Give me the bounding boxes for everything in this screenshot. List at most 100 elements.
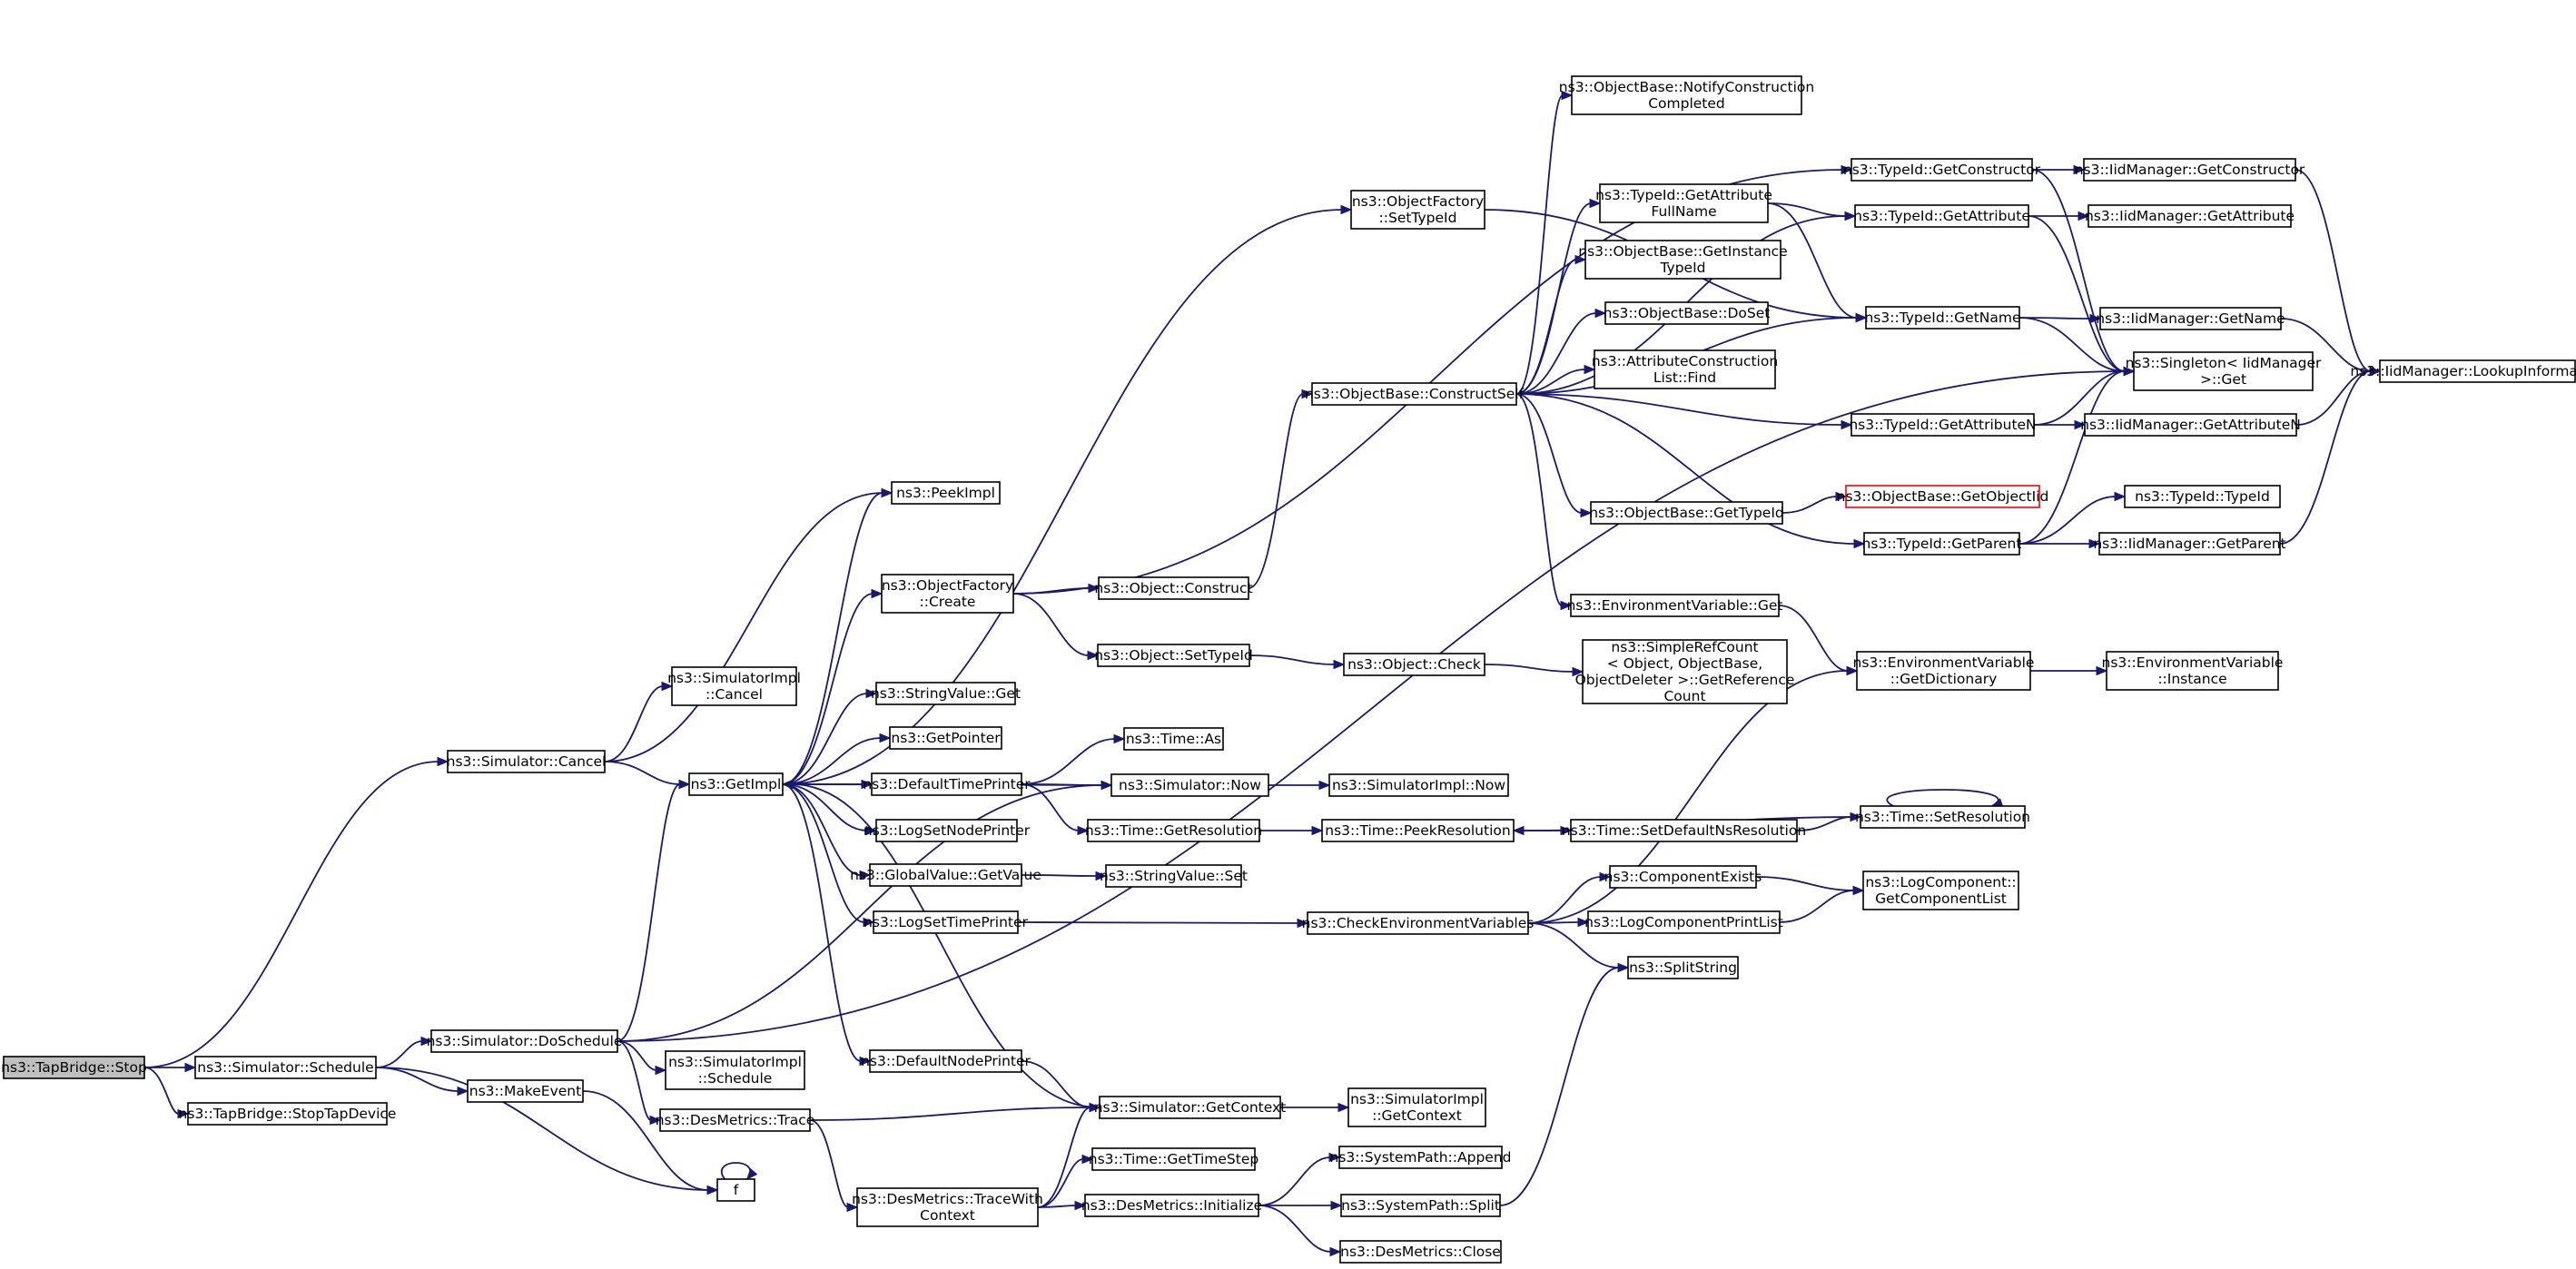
node-time-getresolution[interactable]: ns3::Time::GetResolution	[1085, 819, 1262, 842]
node-simimpl-schedule[interactable]: ns3::SimulatorImpl::Schedule	[665, 1050, 805, 1090]
node-object-construct[interactable]: ns3::Object::Construct	[1094, 576, 1253, 600]
node-sim-doschedule[interactable]: ns3::Simulator::DoSchedule	[427, 1029, 623, 1053]
node-logcomponent-getcomponentlist[interactable]: ns3::LogComponent::GetComponentList	[1862, 871, 2019, 910]
call-edges	[143, 90, 2382, 1257]
edge-defaultnodeprinter-to-sim_getcontext	[1021, 1060, 1101, 1113]
node-iidmanager-getname[interactable]: ns3::IidManager::GetName	[2096, 307, 2285, 330]
edge-typeid_getattributefullname-to-typeid_getname	[1767, 202, 1868, 323]
node-box	[1851, 158, 2033, 182]
node-objectbase-gettypeid[interactable]: ns3::ObjectBase::GetTypeId	[1589, 501, 1784, 525]
node-makeevent[interactable]: ns3::MakeEvent	[467, 1079, 584, 1103]
edge-objectbase_gettypeid-to-objectbase_getobjectiid	[1781, 491, 1848, 514]
edge-sim_schedule-to-sim_doschedule	[375, 1036, 433, 1068]
node-time-setresolution[interactable]: ns3::Time::SetResolution	[1855, 805, 2030, 829]
node-label: ns3::EnvironmentVariable	[2102, 654, 2284, 671]
node-getimpl[interactable]: ns3::GetImpl	[688, 772, 784, 796]
node-desmetrics-close[interactable]: ns3::DesMetrics::Close	[1339, 1240, 1502, 1264]
edge-objectbase_constructself-to-objectbase_doset	[1515, 308, 1607, 395]
edge-objectbase_constructself-to-typeid_getparent	[1515, 393, 1866, 549]
node-tapbridge-stop[interactable]: ns3::TapBridge::Stop	[1, 1056, 147, 1079]
node-iidmanager-getparent[interactable]: ns3::IidManager::GetParent	[2093, 532, 2286, 556]
node-object-settypeid[interactable]: ns3::Object::SetTypeId	[1094, 644, 1253, 667]
node-objectbase-notifyconstructioncompleted[interactable]: ns3::ObjectBase::NotifyConstructionCompl…	[1559, 75, 1814, 115]
node-object-check[interactable]: ns3::Object::Check	[1343, 653, 1485, 676]
node-envvar-getdictionary[interactable]: ns3::EnvironmentVariable::GetDictionary	[1853, 651, 2035, 691]
node-simplerefcount-getreferencecount[interactable]: ns3::SimpleRefCount< Object, ObjectBase,…	[1575, 639, 1795, 704]
node-label: ns3::SplitString	[1629, 959, 1737, 976]
node-typeid-getconstructor[interactable]: ns3::TypeId::GetConstructor	[1843, 158, 2041, 182]
node-objectfactory-create[interactable]: ns3::ObjectFactory::Create	[881, 574, 1014, 614]
node-box	[856, 1187, 1039, 1227]
node-tapbridge-stoptapdevice[interactable]: ns3::TapBridge::StopTapDevice	[179, 1102, 397, 1126]
node-time-as[interactable]: ns3::Time::As	[1123, 727, 1224, 751]
node-objectbase-constructself[interactable]: ns3::ObjectBase::ConstructSelf	[1305, 382, 1525, 406]
node-label: ns3::TypeId::GetParent	[1862, 536, 2022, 552]
node-f[interactable]: f	[716, 1178, 755, 1202]
node-logcomponentprintlist[interactable]: ns3::LogComponentPrintList	[1584, 910, 1783, 934]
edge-line	[2018, 496, 2117, 545]
node-time-setdefaultnsresolution[interactable]: ns3::Time::SetDefaultNsResolution	[1562, 819, 1806, 842]
node-label: ns3::StringValue::Get	[871, 685, 1021, 702]
node-typeid-getattribute[interactable]: ns3::TypeId::GetAttribute	[1853, 204, 2030, 228]
node-peekimpl[interactable]: ns3::PeekImpl	[891, 481, 1001, 505]
node-simimpl-cancel[interactable]: ns3::SimulatorImpl::Cancel	[667, 666, 801, 706]
node-box	[1321, 819, 1515, 842]
node-sim-cancel[interactable]: ns3::Simulator::Cancel	[447, 750, 607, 773]
edge-arrowhead	[1077, 825, 1090, 836]
node-typeid-getname[interactable]: ns3::TypeId::GetName	[1864, 306, 2021, 330]
node-time-peekresolution[interactable]: ns3::Time::PeekResolution	[1321, 819, 1515, 842]
node-defaultnodeprinter[interactable]: ns3::DefaultNodePrinter	[861, 1049, 1031, 1073]
node-iidmanager-getattributen[interactable]: ns3::IidManager::GetAttributeN	[2080, 413, 2301, 437]
node-sim-getcontext[interactable]: ns3::Simulator::GetContext	[1094, 1096, 1287, 1119]
edge-systempath_split-to-splitstring	[1499, 962, 1630, 1206]
node-simimpl-getcontext[interactable]: ns3::SimulatorImpl::GetContext	[1347, 1087, 1486, 1127]
node-envvar-instance[interactable]: ns3::EnvironmentVariable::Instance	[2102, 651, 2284, 691]
edge-arrowhead	[1841, 164, 1853, 175]
node-globalvalue-getvalue[interactable]: ns3::GlobalValue::GetValue	[850, 863, 1041, 887]
edge-desmetrics_initialize-to-desmetrics_close	[1258, 1205, 1342, 1257]
edge-line	[617, 370, 2126, 1042]
edge-sim_getcontext-to-simimpl_getcontext	[1280, 1102, 1350, 1113]
node-box	[447, 750, 606, 773]
node-label: ns3::Time::SetResolution	[1855, 809, 2030, 825]
node-logsetnodeprinter[interactable]: ns3::LogSetNodePrinter	[864, 819, 1031, 842]
node-label: ::SetTypeId	[1379, 210, 1457, 226]
edge-line	[1515, 94, 1564, 395]
edge-arrowhead	[1617, 962, 1630, 973]
node-sim-schedule[interactable]: ns3::Simulator::Schedule	[194, 1056, 377, 1079]
node-sim-now[interactable]: ns3::Simulator::Now	[1110, 773, 1269, 797]
node-splitstring[interactable]: ns3::SplitString	[1627, 956, 1739, 979]
node-typeid-getparent[interactable]: ns3::TypeId::GetParent	[1862, 532, 2022, 556]
node-singleton-get[interactable]: ns3::Singleton< IidManager >::Get	[2126, 351, 2322, 391]
node-iidmanager-getconstructor[interactable]: ns3::IidManager::GetConstructor	[2075, 158, 2305, 182]
node-objectbase-doset[interactable]: ns3::ObjectBase::DoSet	[1604, 301, 1771, 325]
node-getpointer[interactable]: ns3::GetPointer	[889, 726, 1002, 750]
node-systempath-append[interactable]: ns3::SystemPath::Append	[1330, 1146, 1512, 1169]
node-objectfactory-settypeid[interactable]: ns3::ObjectFactory::SetTypeId	[1350, 190, 1485, 230]
node-desmetrics-initialize[interactable]: ns3::DesMetrics::Initialize	[1081, 1194, 1262, 1217]
node-time-gettimestep[interactable]: ns3::Time::GetTimeStep	[1089, 1147, 1258, 1171]
node-iidmanager-getattribute[interactable]: ns3::IidManager::GetAttribute	[2085, 204, 2295, 228]
node-systempath-split[interactable]: ns3::SystemPath::Split	[1340, 1194, 1501, 1217]
node-stringvalue-get[interactable]: ns3::StringValue::Get	[871, 682, 1021, 705]
node-checkenvvars[interactable]: ns3::CheckEnvironmentVariables	[1302, 911, 1535, 935]
edge-line	[617, 784, 1103, 1042]
edge-logcomponentprintlist-to-logcomponent_getcomponentlist	[1779, 885, 1865, 923]
node-logsettimeprinter[interactable]: ns3::LogSetTimePrinter	[864, 910, 1029, 934]
edge-arrowhead	[1301, 389, 1314, 399]
node-simimpl-now[interactable]: ns3::SimulatorImpl::Now	[1328, 773, 1509, 797]
node-stringvalue-set[interactable]: ns3::StringValue::Set	[1100, 864, 1248, 888]
node-envvar-get[interactable]: ns3::EnvironmentVariable::Get	[1566, 594, 1783, 617]
node-objectbase-getobjectiid[interactable]: ns3::ObjectBase::GetObjectIid	[1837, 485, 2049, 508]
edge-line	[1012, 593, 1090, 656]
node-typeid-typeid[interactable]: ns3::TypeId::TypeId	[2124, 485, 2281, 508]
node-componentexists[interactable]: ns3::ComponentExists	[1604, 865, 1762, 889]
node-defaulttimeprinter[interactable]: ns3::DefaultTimePrinter	[863, 772, 1031, 796]
node-desmetrics-trace[interactable]: ns3::DesMetrics::Trace	[656, 1108, 815, 1132]
node-iidmanager-lookupinformation[interactable]: ns3::IidManager::LookupInformation	[2350, 359, 2576, 383]
node-typeid-getattributen[interactable]: ns3::TypeId::GetAttributeN	[1849, 413, 2037, 437]
